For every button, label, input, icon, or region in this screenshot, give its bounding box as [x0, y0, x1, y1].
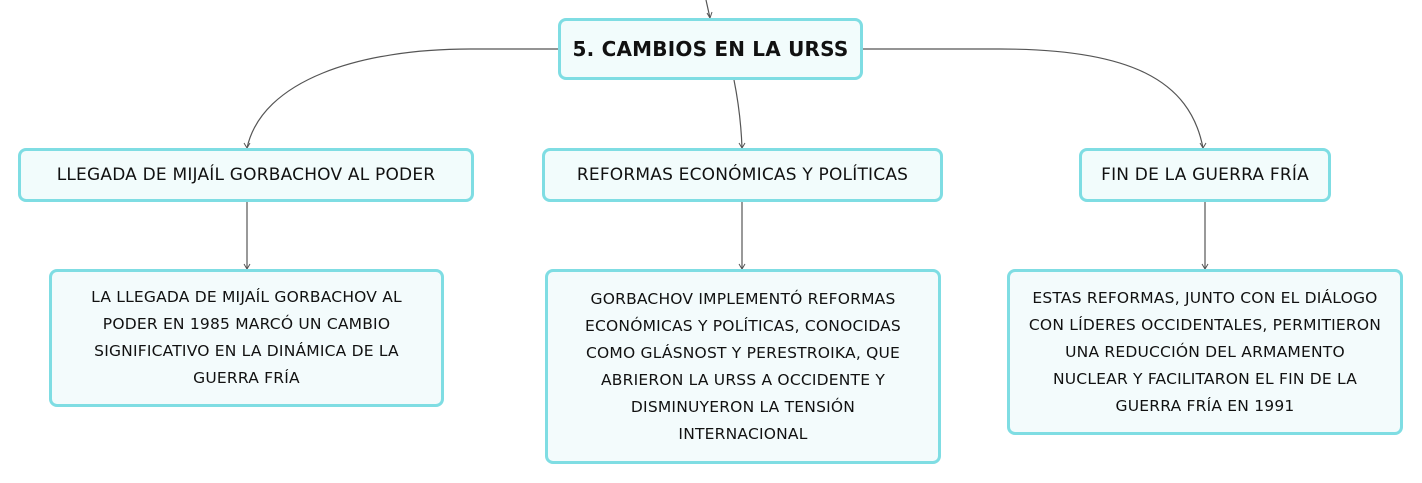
connector-parent-to-root	[705, 0, 711, 19]
root-node[interactable]: 5. CAMBIOS EN LA URSS	[558, 18, 863, 80]
topic-node-label: LLEGADA DE MIJAÍL GORBACHOV AL PODER	[56, 165, 436, 185]
detail-node-fin-guerra-fria[interactable]: ESTAS REFORMAS, JUNTO CON EL DIÁLOGO CON…	[1007, 269, 1403, 435]
detail-node-text: LA LLEGADA DE MIJAÍL GORBACHOV AL PODER …	[91, 288, 402, 387]
connector-root-to-topic-2	[733, 79, 743, 149]
connector-root-to-topic-3	[863, 48, 1204, 149]
topic-node-reformas[interactable]: REFORMAS ECONÓMICAS Y POLÍTICAS	[542, 148, 943, 202]
connector-root-to-topic-1	[246, 48, 558, 149]
root-node-label: 5. CAMBIOS EN LA URSS	[572, 37, 849, 61]
detail-node-text: GORBACHOV IMPLEMENTÓ REFORMAS ECONÓMICAS…	[585, 289, 901, 443]
detail-node-gorbachov[interactable]: LA LLEGADA DE MIJAÍL GORBACHOV AL PODER …	[49, 269, 444, 407]
topic-node-label: FIN DE LA GUERRA FRÍA	[1101, 165, 1309, 185]
topic-node-label: REFORMAS ECONÓMICAS Y POLÍTICAS	[576, 165, 909, 185]
detail-node-reformas[interactable]: GORBACHOV IMPLEMENTÓ REFORMAS ECONÓMICAS…	[545, 269, 941, 464]
topic-node-fin-guerra-fria[interactable]: FIN DE LA GUERRA FRÍA	[1079, 148, 1331, 202]
topic-node-gorbachov[interactable]: LLEGADA DE MIJAÍL GORBACHOV AL PODER	[18, 148, 474, 202]
detail-node-text: ESTAS REFORMAS, JUNTO CON EL DIÁLOGO CON…	[1028, 288, 1382, 415]
